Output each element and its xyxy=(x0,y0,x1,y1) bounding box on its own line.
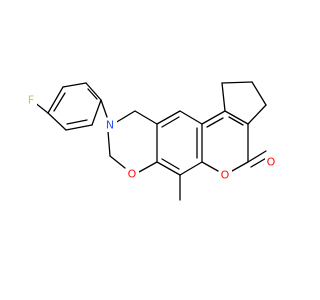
carbonyl-bond xyxy=(247,150,267,163)
oxazine-ring xyxy=(107,110,158,173)
double-bond xyxy=(53,92,66,112)
double-bond xyxy=(66,119,88,125)
bond xyxy=(179,161,203,176)
central-benzene-ring xyxy=(156,110,203,176)
oxazine-oxygen-label: O xyxy=(128,168,137,181)
bond xyxy=(138,161,158,173)
atom-label-fluorine: F xyxy=(25,94,37,107)
bond xyxy=(109,155,126,169)
atom-label-carbonyl-oxygen: O xyxy=(265,155,278,169)
bond xyxy=(62,82,87,88)
carbonyl-oxygen-label: O xyxy=(267,156,276,169)
bond xyxy=(65,124,93,131)
bond xyxy=(114,110,136,124)
atom-label-lactone-oxygen: O xyxy=(219,168,232,182)
bond xyxy=(107,130,111,157)
lactone-oxygen-label: O xyxy=(221,169,230,182)
double-bond xyxy=(228,116,244,126)
bond xyxy=(221,81,253,84)
bond xyxy=(231,161,249,172)
double-bond xyxy=(87,88,98,100)
lactone-ring xyxy=(201,110,249,172)
bond xyxy=(156,110,181,125)
bond xyxy=(201,161,219,172)
aryl-n-bond xyxy=(100,99,108,118)
bond xyxy=(91,99,102,126)
bond xyxy=(47,112,67,131)
bond xyxy=(179,110,203,125)
bond xyxy=(224,110,249,125)
atom-label-nitrogen: N xyxy=(104,118,117,132)
molecule-canvas: F N O O O xyxy=(25,81,278,201)
bond xyxy=(221,82,226,112)
bond xyxy=(247,104,267,125)
bond xyxy=(134,110,158,125)
structure-diagram: F N O O O xyxy=(25,81,278,201)
atom-label-oxazine-oxygen: O xyxy=(126,167,139,181)
bond xyxy=(47,86,64,114)
fluorophenyl-ring xyxy=(47,82,102,131)
double-bond xyxy=(161,158,180,170)
cyclopentane-ring xyxy=(221,81,267,125)
nitrogen-label: N xyxy=(106,119,114,132)
bond xyxy=(201,110,226,125)
fluorine-label: F xyxy=(28,94,34,107)
double-bond xyxy=(206,117,224,128)
double-bond xyxy=(161,116,180,128)
bond xyxy=(251,81,267,106)
bond xyxy=(156,161,181,176)
bond xyxy=(85,82,102,101)
